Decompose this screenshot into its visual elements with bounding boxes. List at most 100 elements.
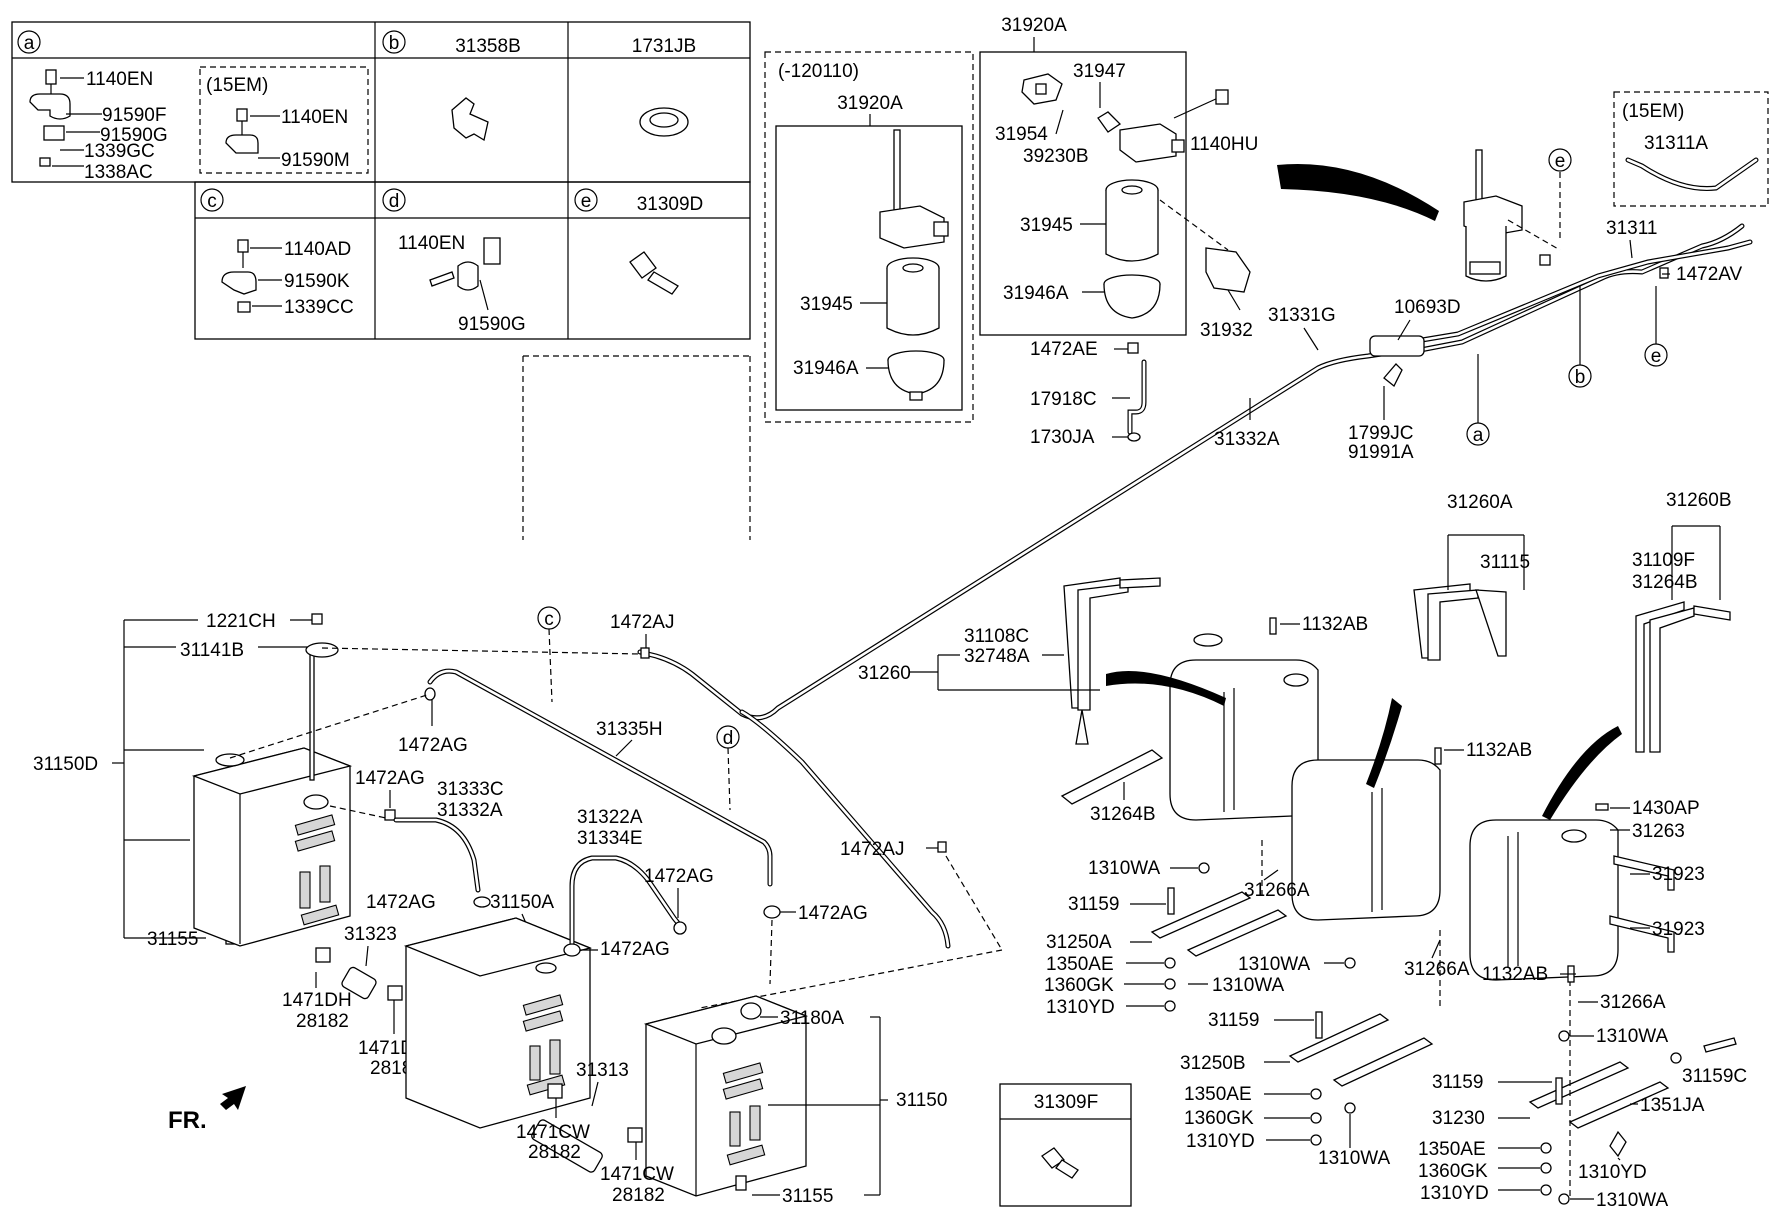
label-31150: 31150 [896, 1090, 947, 1111]
label-31923-1: 31923 [1652, 864, 1705, 885]
pad-31264b [1060, 749, 1164, 805]
label-31945-old: 31945 [800, 294, 853, 315]
label-31335H: 31335H [596, 719, 663, 740]
label-31333C: 31333C [437, 779, 504, 800]
label-1140HU: 1140HU [1190, 134, 1258, 155]
label-1730JA: 1730JA [1030, 427, 1095, 448]
variant-15em-title: (15EM) [1622, 101, 1684, 122]
label-1472AG-4: 1472AG [644, 866, 714, 887]
filter-assembly-new: 31920A 31947 31954 39230B 1140HU 31945 [979, 15, 1258, 341]
label-31155-right: 31155 [782, 1186, 833, 1207]
legend-box-e: e 31309D [574, 188, 703, 295]
left-tank-group: 1221CH 31141B 31150D 31155 1472AG 1472AG [33, 611, 1003, 1207]
label-1338AC: 1338AC [84, 162, 153, 183]
front-direction-indicator: FR. [168, 1086, 246, 1134]
grommet-ring-icon [639, 107, 689, 137]
label-1140EN: 1140EN [86, 69, 153, 90]
label-31313: 31313 [576, 1060, 629, 1081]
label-31945-new: 31945 [1020, 215, 1073, 236]
clamp-part-icon [29, 69, 71, 167]
screw-clamp-icon [225, 108, 259, 154]
label-31155-left: 31155 [147, 929, 198, 950]
connector-fitting-icon [629, 251, 679, 295]
filter-head-new-icon [1097, 111, 1185, 163]
label-1339CC: 1339CC [284, 297, 354, 318]
label-1310WA-6: 1310WA [1596, 1190, 1668, 1211]
bracket-31923-2 [1609, 915, 1675, 953]
label-31332A-top: 31332A [1214, 429, 1280, 450]
label-1310YD-4: 1310YD [1578, 1162, 1647, 1183]
legend-box-a: a 1140EN 91590F 91590G 1339GC 1338AC (15… [17, 30, 350, 183]
label-1471DH-1: 1471DH [282, 990, 352, 1011]
label-91590G-d: 91590G [458, 314, 526, 335]
label-31159-1: 31159 [1068, 894, 1119, 915]
screw-clip-icon [221, 239, 257, 313]
label-1140EN-d: 1140EN [398, 233, 465, 254]
callout-c: c [544, 609, 554, 630]
label-91590M: 91590M [281, 150, 350, 171]
label-31150D: 31150D [33, 754, 98, 775]
label-1799JC: 1799JC [1348, 423, 1414, 444]
label-1221CH: 1221CH [206, 611, 276, 632]
label-1360GK-2: 1360GK [1184, 1108, 1254, 1129]
label-28182-3: 28182 [528, 1142, 581, 1163]
dashed-frame [522, 355, 751, 540]
label-1310YD-2: 1310YD [1186, 1131, 1255, 1152]
label-31946A-old: 31946A [793, 358, 859, 379]
label-31260B: 31260B [1666, 490, 1732, 511]
label-31159-3: 31159 [1432, 1072, 1483, 1093]
label-91590G: 91590G [100, 125, 168, 146]
label-91991A: 91991A [1348, 442, 1414, 463]
label-1132AB-2: 1132AB [1466, 740, 1532, 761]
filter-assembly-old: (-120110) 31920A 31945 31946A [764, 51, 974, 423]
label-31311: 31311 [1606, 218, 1657, 239]
hose-sleeve-part [1369, 335, 1425, 357]
filter-cartridge-icon [886, 257, 940, 336]
front-label: FR. [168, 1107, 207, 1134]
label-31266A-2: 31266A [1404, 959, 1470, 980]
label-32748A: 32748A [964, 646, 1030, 667]
callout-a: a [1473, 425, 1484, 446]
legend-box-b: b 31358B 1731JB [382, 30, 696, 142]
fitting-31309f-icon [1041, 1147, 1079, 1179]
label-10693D: 10693D [1394, 297, 1461, 318]
callout-d: d [723, 728, 734, 749]
legend-grid [11, 21, 751, 340]
label-31947: 31947 [1073, 61, 1126, 82]
label-1472AG-1: 1472AG [398, 735, 468, 756]
label-1350AE-3: 1350AE [1418, 1139, 1486, 1160]
callout-b: b [1575, 367, 1586, 388]
label-31954: 31954 [995, 124, 1048, 145]
legend-letter-a: a [24, 33, 35, 54]
label-31108C: 31108C [964, 626, 1029, 647]
callouts: e b e a c d [537, 148, 1668, 811]
filter-cartridge-new-icon [1105, 179, 1159, 262]
bracket-part-icon [451, 97, 489, 142]
label-31250B: 31250B [1180, 1053, 1246, 1074]
callout-circle [382, 188, 406, 212]
label-31920A: 31920A [1001, 15, 1067, 36]
callout-e-2: e [1651, 346, 1662, 367]
label-31332A: 31332A [437, 800, 503, 821]
label-31250A: 31250A [1046, 932, 1112, 953]
label-1472AG-3: 1472AG [366, 892, 436, 913]
label-1472AE: 1472AE [1030, 339, 1098, 360]
label-39230B: 39230B [1023, 146, 1089, 167]
label-1310WA-2: 1310WA [1238, 954, 1310, 975]
label-28182-4: 28182 [612, 1185, 665, 1206]
label-28182-1: 28182 [296, 1011, 349, 1032]
label-1140AD: 1140AD [284, 239, 351, 260]
legend-letter-c: c [207, 191, 217, 212]
right-fuel-tank-3 [1469, 726, 1622, 981]
label-31920A-old: 31920A [837, 93, 903, 114]
label-31263: 31263 [1632, 821, 1685, 842]
label-31266A-1: 31266A [1244, 880, 1310, 901]
label-1360GK-3: 1360GK [1418, 1161, 1488, 1182]
label-1471CW-1: 1471CW [516, 1122, 590, 1143]
label-31311A: 31311A [1644, 133, 1708, 154]
legend-box-d: d 1140EN 91590G [382, 188, 526, 335]
bolt-clamp-icon [429, 237, 501, 291]
label-31266A-3: 31266A [1600, 992, 1666, 1013]
fuel-tank-front [643, 995, 809, 1197]
label-31323: 31323 [344, 924, 397, 945]
